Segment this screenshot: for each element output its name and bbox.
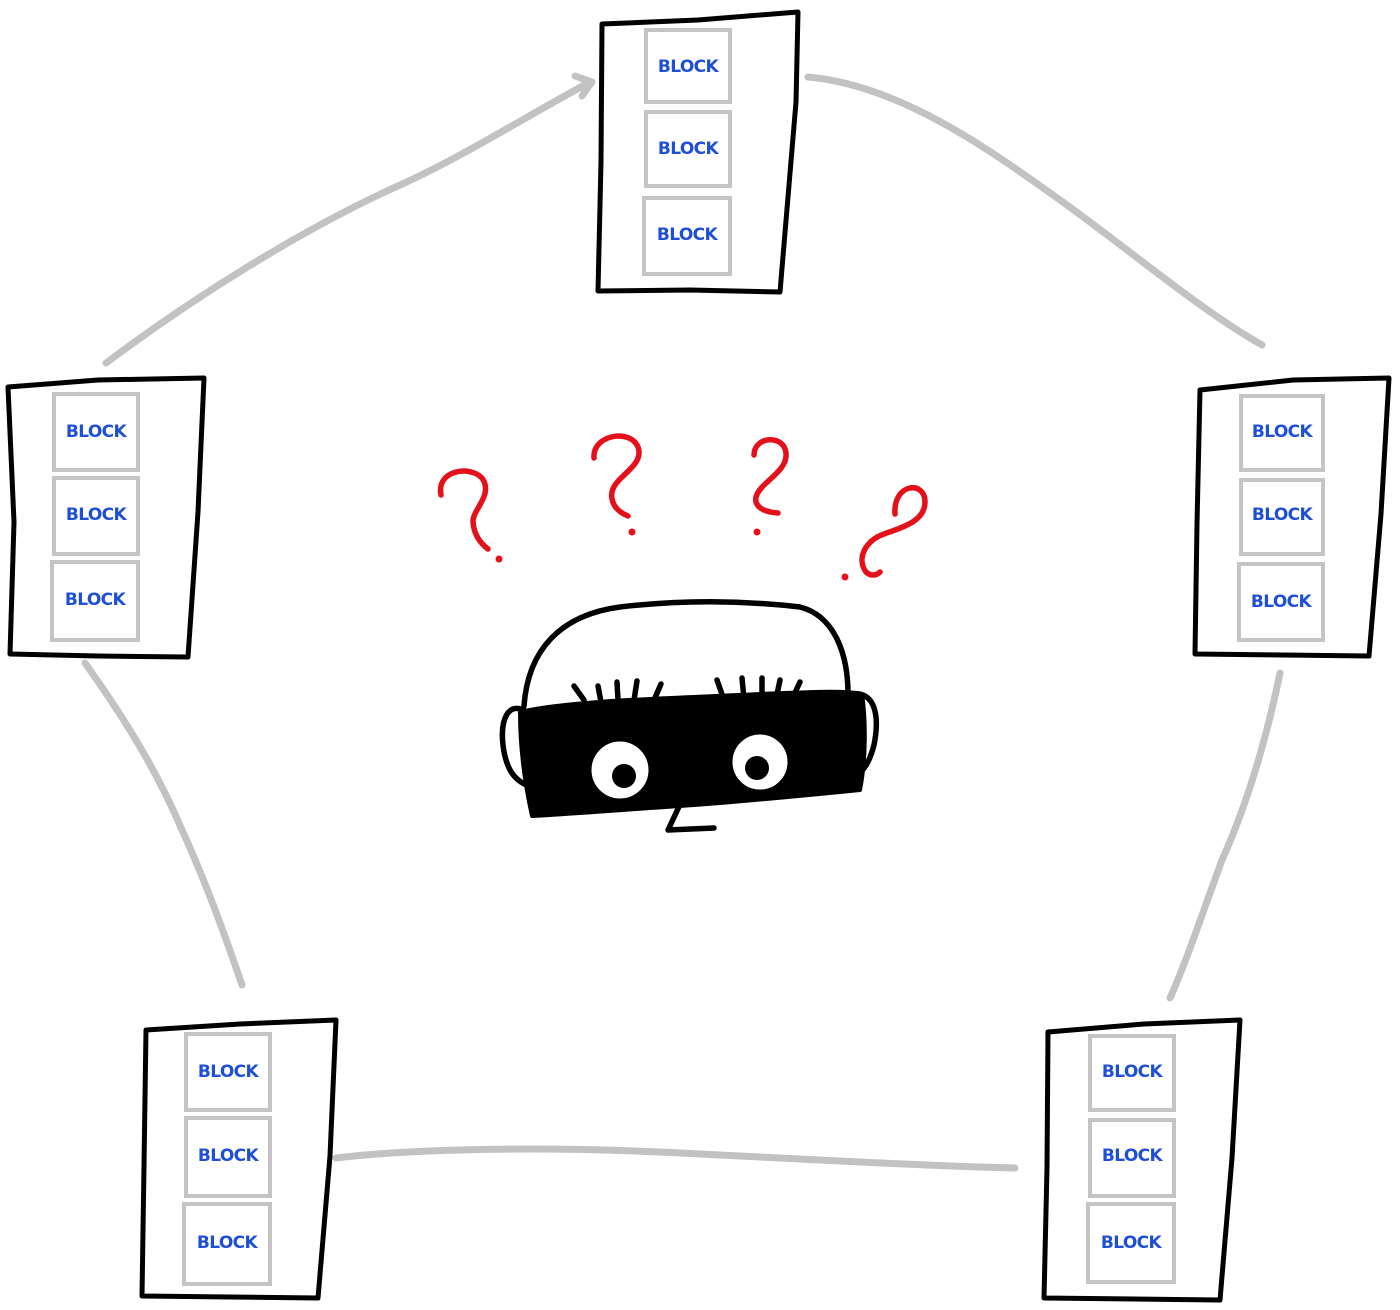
block: BLOCK <box>184 1116 272 1198</box>
question-mark-icon <box>841 485 928 581</box>
head-outline <box>521 599 851 709</box>
node-bottom-right: BLOCK BLOCK BLOCK <box>1041 1017 1243 1303</box>
mask <box>518 689 867 818</box>
block-label: BLOCK <box>1252 505 1314 525</box>
edge-left-to-top <box>102 78 594 367</box>
block-label: BLOCK <box>657 225 719 245</box>
block: BLOCK <box>1237 562 1325 642</box>
block-label: BLOCK <box>65 590 127 610</box>
node-right: BLOCK BLOCK BLOCK <box>1192 375 1392 659</box>
edge-bottom-right-to-bottom-left <box>332 1145 1019 1172</box>
block-label: BLOCK <box>1102 1062 1164 1082</box>
block-label: BLOCK <box>66 422 128 442</box>
eye-right <box>727 729 793 795</box>
block-label: BLOCK <box>658 57 720 77</box>
edge-top-to-right <box>804 73 1266 349</box>
node-bottom-left: BLOCK BLOCK BLOCK <box>139 1017 339 1301</box>
edge-bottom-left-to-left <box>81 659 246 989</box>
block: BLOCK <box>52 476 140 556</box>
block: BLOCK <box>52 392 140 472</box>
nose <box>665 793 717 833</box>
question-marks <box>437 433 928 581</box>
edge-right-to-bottom-right <box>1166 669 1284 1002</box>
block: BLOCK <box>1086 1202 1176 1284</box>
block-label: BLOCK <box>1101 1233 1163 1253</box>
block: BLOCK <box>644 110 732 188</box>
block-label: BLOCK <box>197 1233 259 1253</box>
block: BLOCK <box>644 28 732 104</box>
edges <box>81 72 1284 1172</box>
eye-left <box>586 736 654 804</box>
block: BLOCK <box>1088 1118 1176 1198</box>
block: BLOCK <box>1088 1034 1176 1112</box>
block-label: BLOCK <box>66 505 128 525</box>
block: BLOCK <box>642 196 732 276</box>
block-label: BLOCK <box>1102 1146 1164 1166</box>
block-label: BLOCK <box>1252 422 1314 442</box>
question-mark-icon <box>591 433 642 536</box>
block-label: BLOCK <box>658 139 720 159</box>
block: BLOCK <box>184 1032 272 1112</box>
node-left: BLOCK BLOCK BLOCK <box>5 375 207 660</box>
ear-left <box>499 705 535 790</box>
node-top: BLOCK BLOCK BLOCK <box>595 9 801 295</box>
arrowhead <box>571 72 596 100</box>
masked-thief-icon <box>499 599 879 833</box>
block-label: BLOCK <box>1251 592 1313 612</box>
question-mark-icon <box>751 437 789 536</box>
block-label: BLOCK <box>198 1062 260 1082</box>
block: BLOCK <box>182 1202 272 1286</box>
question-mark-icon <box>437 468 503 563</box>
block: BLOCK <box>1239 478 1325 556</box>
block: BLOCK <box>50 560 140 642</box>
block: BLOCK <box>1239 394 1325 472</box>
block-label: BLOCK <box>198 1146 260 1166</box>
